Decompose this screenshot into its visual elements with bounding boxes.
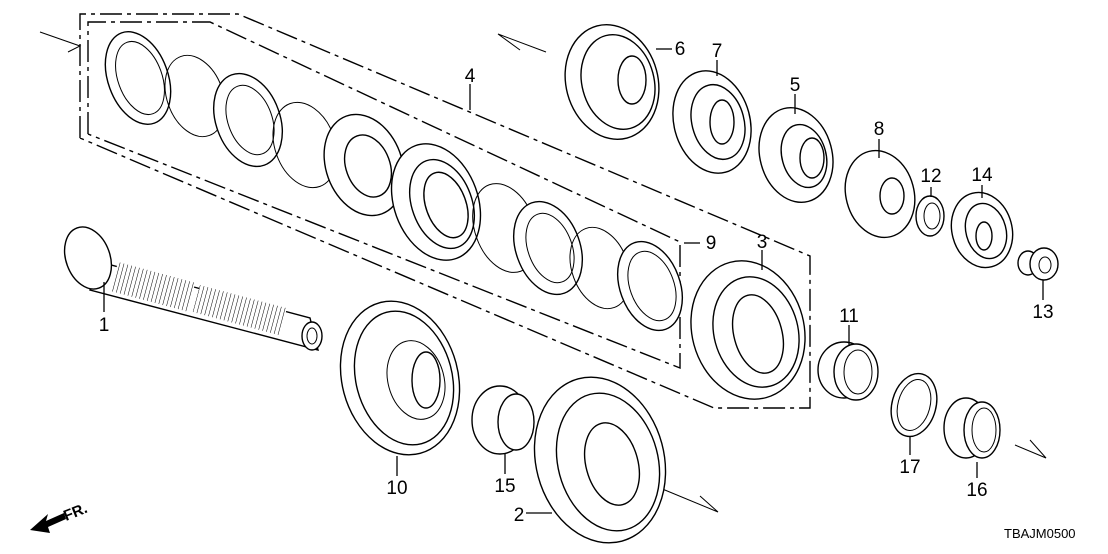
axis-arrow-top xyxy=(497,33,547,53)
needle-bearing-15 xyxy=(471,385,535,455)
gear-3 xyxy=(690,260,806,400)
callout-5: 5 xyxy=(790,75,801,96)
washer-12 xyxy=(915,195,945,237)
synchro-ring-inner xyxy=(617,240,683,332)
gear-2 xyxy=(533,376,667,544)
callout-14: 14 xyxy=(971,165,993,186)
callout-16: 16 xyxy=(966,480,987,501)
callout-1: 1 xyxy=(99,315,110,336)
needle-bearing-16 xyxy=(943,397,1001,459)
mainshaft xyxy=(63,226,323,351)
gear-7 xyxy=(672,70,752,174)
synchro-ring-outer xyxy=(104,31,172,125)
synchro-sleeve xyxy=(390,143,482,261)
ring-17 xyxy=(890,372,938,438)
gear-5 xyxy=(758,107,834,203)
synchro-hub xyxy=(323,113,405,217)
synchro-cone-b xyxy=(513,200,583,296)
callout-8: 8 xyxy=(874,119,885,140)
bolt-13 xyxy=(1017,247,1059,281)
callout-17: 17 xyxy=(899,457,920,478)
callout-11: 11 xyxy=(839,306,859,327)
front-direction-indicator: FR. xyxy=(30,500,90,533)
gear-6 xyxy=(564,24,660,140)
diagram-code: TBAJM0500 xyxy=(1004,526,1076,541)
callout-10: 10 xyxy=(386,478,407,499)
collar-11 xyxy=(817,341,879,401)
callout-9: 9 xyxy=(706,233,717,254)
synchro-cone xyxy=(213,72,283,168)
callout-12: 12 xyxy=(920,166,941,187)
callout-13: 13 xyxy=(1032,302,1053,323)
axis-arrow-bottom xyxy=(659,487,719,513)
gear-8 xyxy=(844,149,916,239)
callout-7: 7 xyxy=(712,41,723,62)
callout-2: 2 xyxy=(514,505,525,526)
bearing-14 xyxy=(950,191,1014,269)
callout-6: 6 xyxy=(675,39,686,60)
assembly-outline-4 xyxy=(79,13,811,409)
callout-15: 15 xyxy=(494,476,515,497)
gear-10 xyxy=(339,300,461,456)
axis-arrow-left xyxy=(39,31,82,53)
callout-4: 4 xyxy=(465,66,476,87)
front-arrow-icon xyxy=(30,513,66,533)
front-label: FR. xyxy=(61,500,90,525)
callout-3: 3 xyxy=(757,232,768,253)
axis-arrow-right xyxy=(1014,439,1047,459)
assembly-outline-9 xyxy=(87,21,681,370)
